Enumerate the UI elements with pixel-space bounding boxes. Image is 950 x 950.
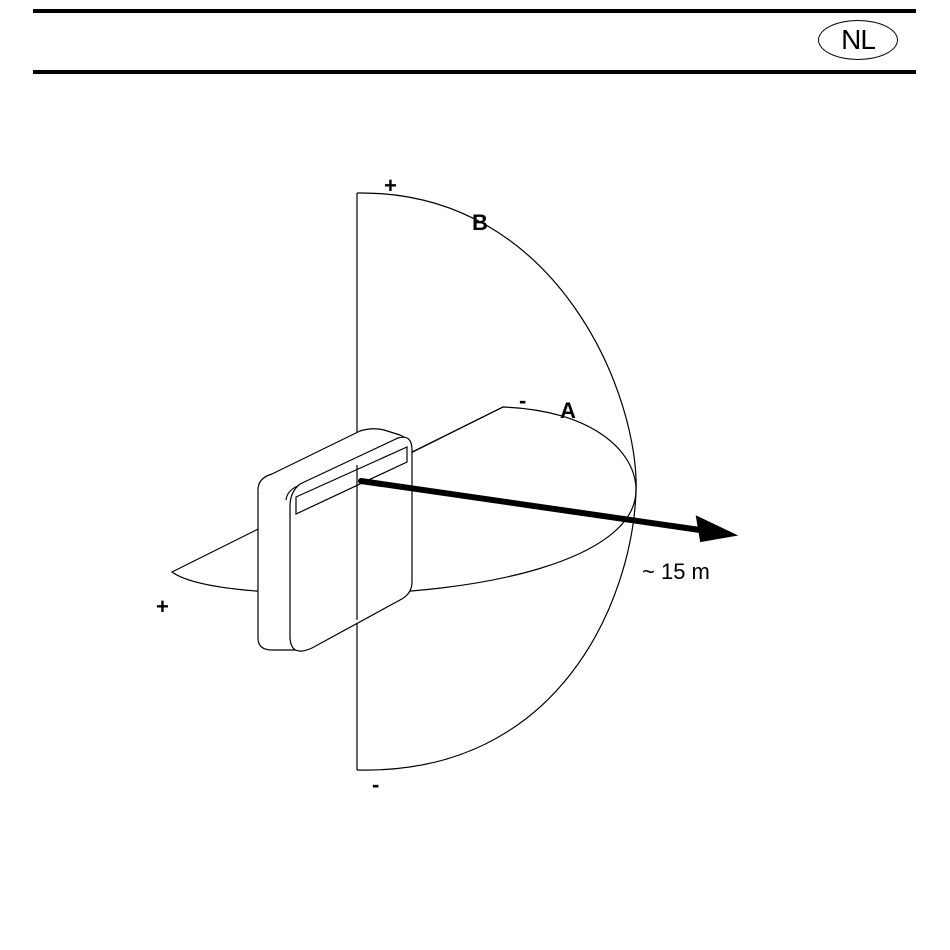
horizontal-zone-a-upper-edge bbox=[412, 407, 503, 452]
zone-a-label: A bbox=[560, 398, 576, 423]
vertical-minus-label: - bbox=[372, 772, 379, 797]
vertical-plus-label: + bbox=[384, 173, 397, 198]
horizontal-minus-label: - bbox=[519, 388, 526, 413]
range-arrow-head bbox=[697, 517, 735, 541]
distance-label: ~ 15 m bbox=[642, 559, 710, 584]
horizontal-plus-label: + bbox=[156, 594, 169, 619]
zone-b-label: B bbox=[472, 210, 488, 235]
